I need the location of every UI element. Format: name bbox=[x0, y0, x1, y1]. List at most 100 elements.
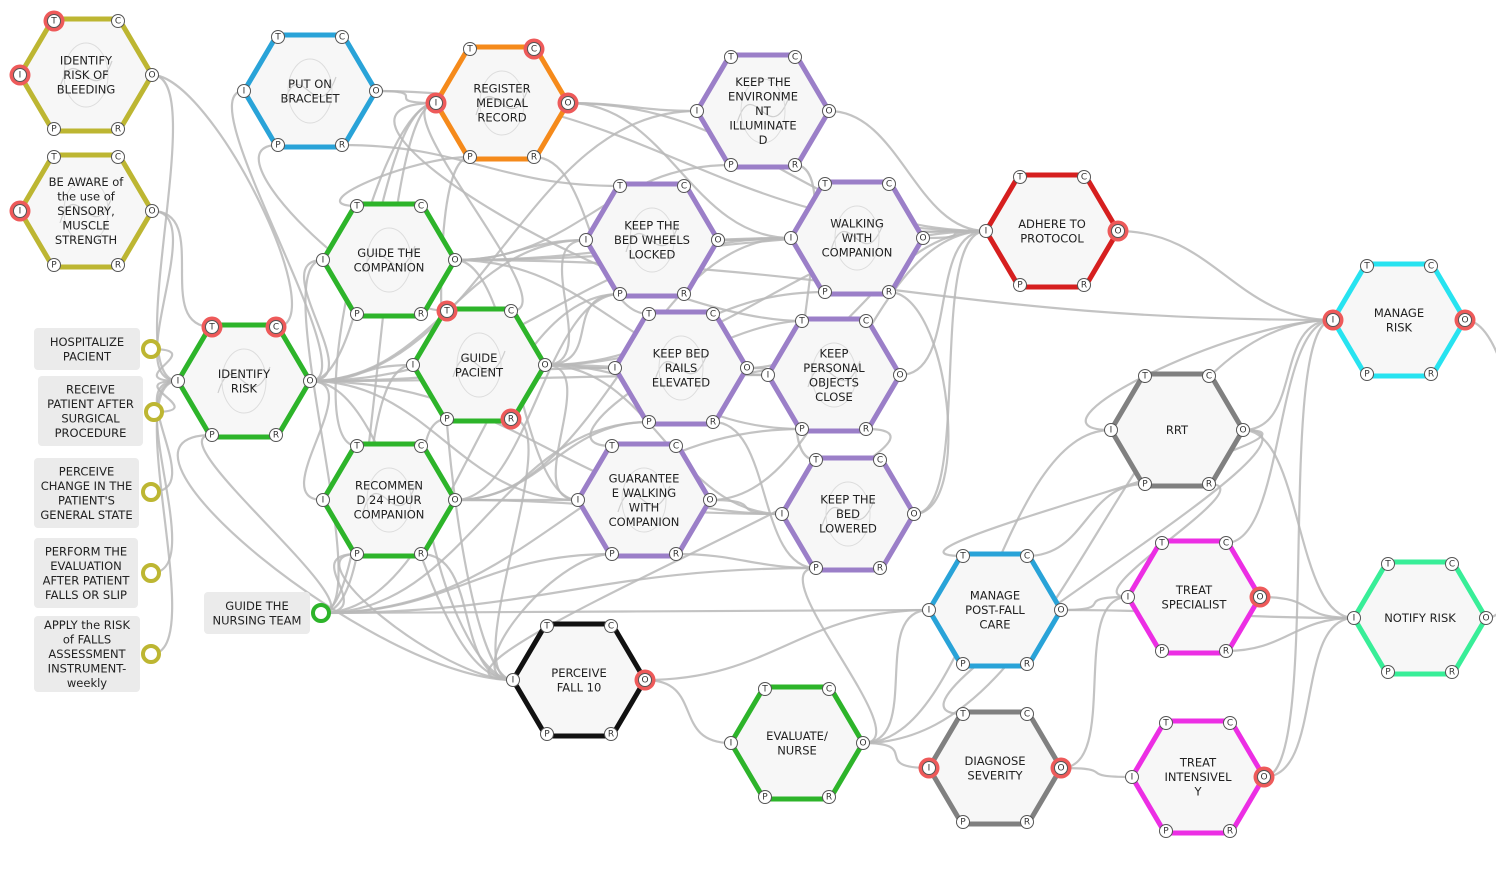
aspect-time[interactable]: T bbox=[47, 150, 61, 164]
aspect-input[interactable]: I bbox=[316, 493, 330, 507]
aspect-precondition[interactable]: P bbox=[758, 790, 772, 804]
aspect-output[interactable]: O bbox=[1249, 586, 1271, 608]
aspect-resource[interactable]: R bbox=[788, 158, 802, 172]
aspect-control[interactable]: C bbox=[604, 619, 618, 633]
aspect-control[interactable]: C bbox=[788, 50, 802, 64]
output-ring-icon[interactable] bbox=[141, 563, 161, 583]
aspect-output[interactable]: O bbox=[907, 507, 921, 521]
aspect-control[interactable]: C bbox=[706, 307, 720, 321]
aspect-output[interactable]: O bbox=[448, 493, 462, 507]
aspect-input[interactable]: I bbox=[608, 361, 622, 375]
aspect-time[interactable]: T bbox=[350, 439, 364, 453]
aspect-time[interactable]: T bbox=[795, 314, 809, 328]
aspect-resource[interactable]: R bbox=[527, 150, 541, 164]
aspect-precondition[interactable]: P bbox=[47, 122, 61, 136]
aspect-control[interactable]: C bbox=[523, 38, 545, 60]
aspect-input[interactable]: I bbox=[724, 736, 738, 750]
aspect-resource[interactable]: R bbox=[859, 422, 873, 436]
aspect-precondition[interactable]: P bbox=[605, 547, 619, 561]
aspect-output[interactable]: O bbox=[145, 204, 159, 218]
aspect-control[interactable]: C bbox=[1020, 549, 1034, 563]
aspect-precondition[interactable]: P bbox=[350, 547, 364, 561]
aspect-precondition[interactable]: P bbox=[350, 307, 364, 321]
aspect-time[interactable]: T bbox=[642, 307, 656, 321]
aspect-control[interactable]: C bbox=[873, 453, 887, 467]
output-ring-icon[interactable] bbox=[144, 402, 164, 422]
output-ring-icon[interactable] bbox=[141, 644, 161, 664]
aspect-precondition[interactable]: P bbox=[1360, 367, 1374, 381]
aspect-precondition[interactable]: P bbox=[956, 657, 970, 671]
aspect-resource[interactable]: R bbox=[269, 428, 283, 442]
aspect-time[interactable]: T bbox=[956, 549, 970, 563]
aspect-output[interactable]: O bbox=[303, 374, 317, 388]
aspect-output[interactable]: O bbox=[740, 361, 754, 375]
aspect-output[interactable]: O bbox=[538, 358, 552, 372]
aspect-output[interactable]: O bbox=[634, 669, 656, 691]
aspect-output[interactable]: O bbox=[1236, 423, 1250, 437]
aspect-control[interactable]: C bbox=[1202, 369, 1216, 383]
aspect-time[interactable]: T bbox=[1381, 557, 1395, 571]
aspect-time[interactable]: T bbox=[613, 179, 627, 193]
aspect-input[interactable]: I bbox=[171, 374, 185, 388]
aspect-input[interactable]: I bbox=[761, 368, 775, 382]
aspect-input[interactable]: I bbox=[922, 603, 936, 617]
aspect-resource[interactable]: R bbox=[1077, 278, 1091, 292]
aspect-precondition[interactable]: P bbox=[463, 150, 477, 164]
aspect-time[interactable]: T bbox=[540, 619, 554, 633]
aspect-input[interactable]: I bbox=[9, 200, 31, 222]
aspect-precondition[interactable]: P bbox=[540, 727, 554, 741]
aspect-control[interactable]: C bbox=[111, 150, 125, 164]
aspect-resource[interactable]: R bbox=[882, 285, 896, 299]
aspect-time[interactable]: T bbox=[350, 199, 364, 213]
aspect-output[interactable]: O bbox=[703, 493, 717, 507]
aspect-output[interactable]: O bbox=[916, 231, 930, 245]
aspect-output[interactable]: O bbox=[557, 92, 579, 114]
aspect-control[interactable]: C bbox=[677, 179, 691, 193]
aspect-output[interactable]: O bbox=[1454, 309, 1476, 331]
output-ring-icon[interactable] bbox=[311, 603, 331, 623]
aspect-input[interactable]: I bbox=[571, 493, 585, 507]
aspect-time[interactable]: T bbox=[809, 453, 823, 467]
aspect-precondition[interactable]: P bbox=[440, 412, 454, 426]
aspect-input[interactable]: I bbox=[784, 231, 798, 245]
aspect-input[interactable]: I bbox=[425, 92, 447, 114]
aspect-precondition[interactable]: P bbox=[818, 285, 832, 299]
aspect-resource[interactable]: R bbox=[706, 415, 720, 429]
aspect-input[interactable]: I bbox=[775, 507, 789, 521]
aspect-resource[interactable]: R bbox=[669, 547, 683, 561]
aspect-precondition[interactable]: P bbox=[1138, 477, 1152, 491]
aspect-input[interactable]: I bbox=[506, 673, 520, 687]
aspect-input[interactable]: I bbox=[406, 358, 420, 372]
aspect-input[interactable]: I bbox=[316, 253, 330, 267]
aspect-precondition[interactable]: P bbox=[724, 158, 738, 172]
aspect-resource[interactable]: R bbox=[335, 138, 349, 152]
aspect-input[interactable]: I bbox=[1104, 423, 1118, 437]
aspect-precondition[interactable]: P bbox=[642, 415, 656, 429]
aspect-resource[interactable]: R bbox=[1020, 657, 1034, 671]
aspect-output[interactable]: O bbox=[1479, 611, 1493, 625]
aspect-precondition[interactable]: P bbox=[1159, 824, 1173, 838]
aspect-control[interactable]: C bbox=[859, 314, 873, 328]
aspect-time[interactable]: T bbox=[1013, 170, 1027, 184]
output-ring-icon[interactable] bbox=[141, 339, 161, 359]
aspect-input[interactable]: I bbox=[1322, 309, 1344, 331]
aspect-input[interactable]: I bbox=[918, 757, 940, 779]
